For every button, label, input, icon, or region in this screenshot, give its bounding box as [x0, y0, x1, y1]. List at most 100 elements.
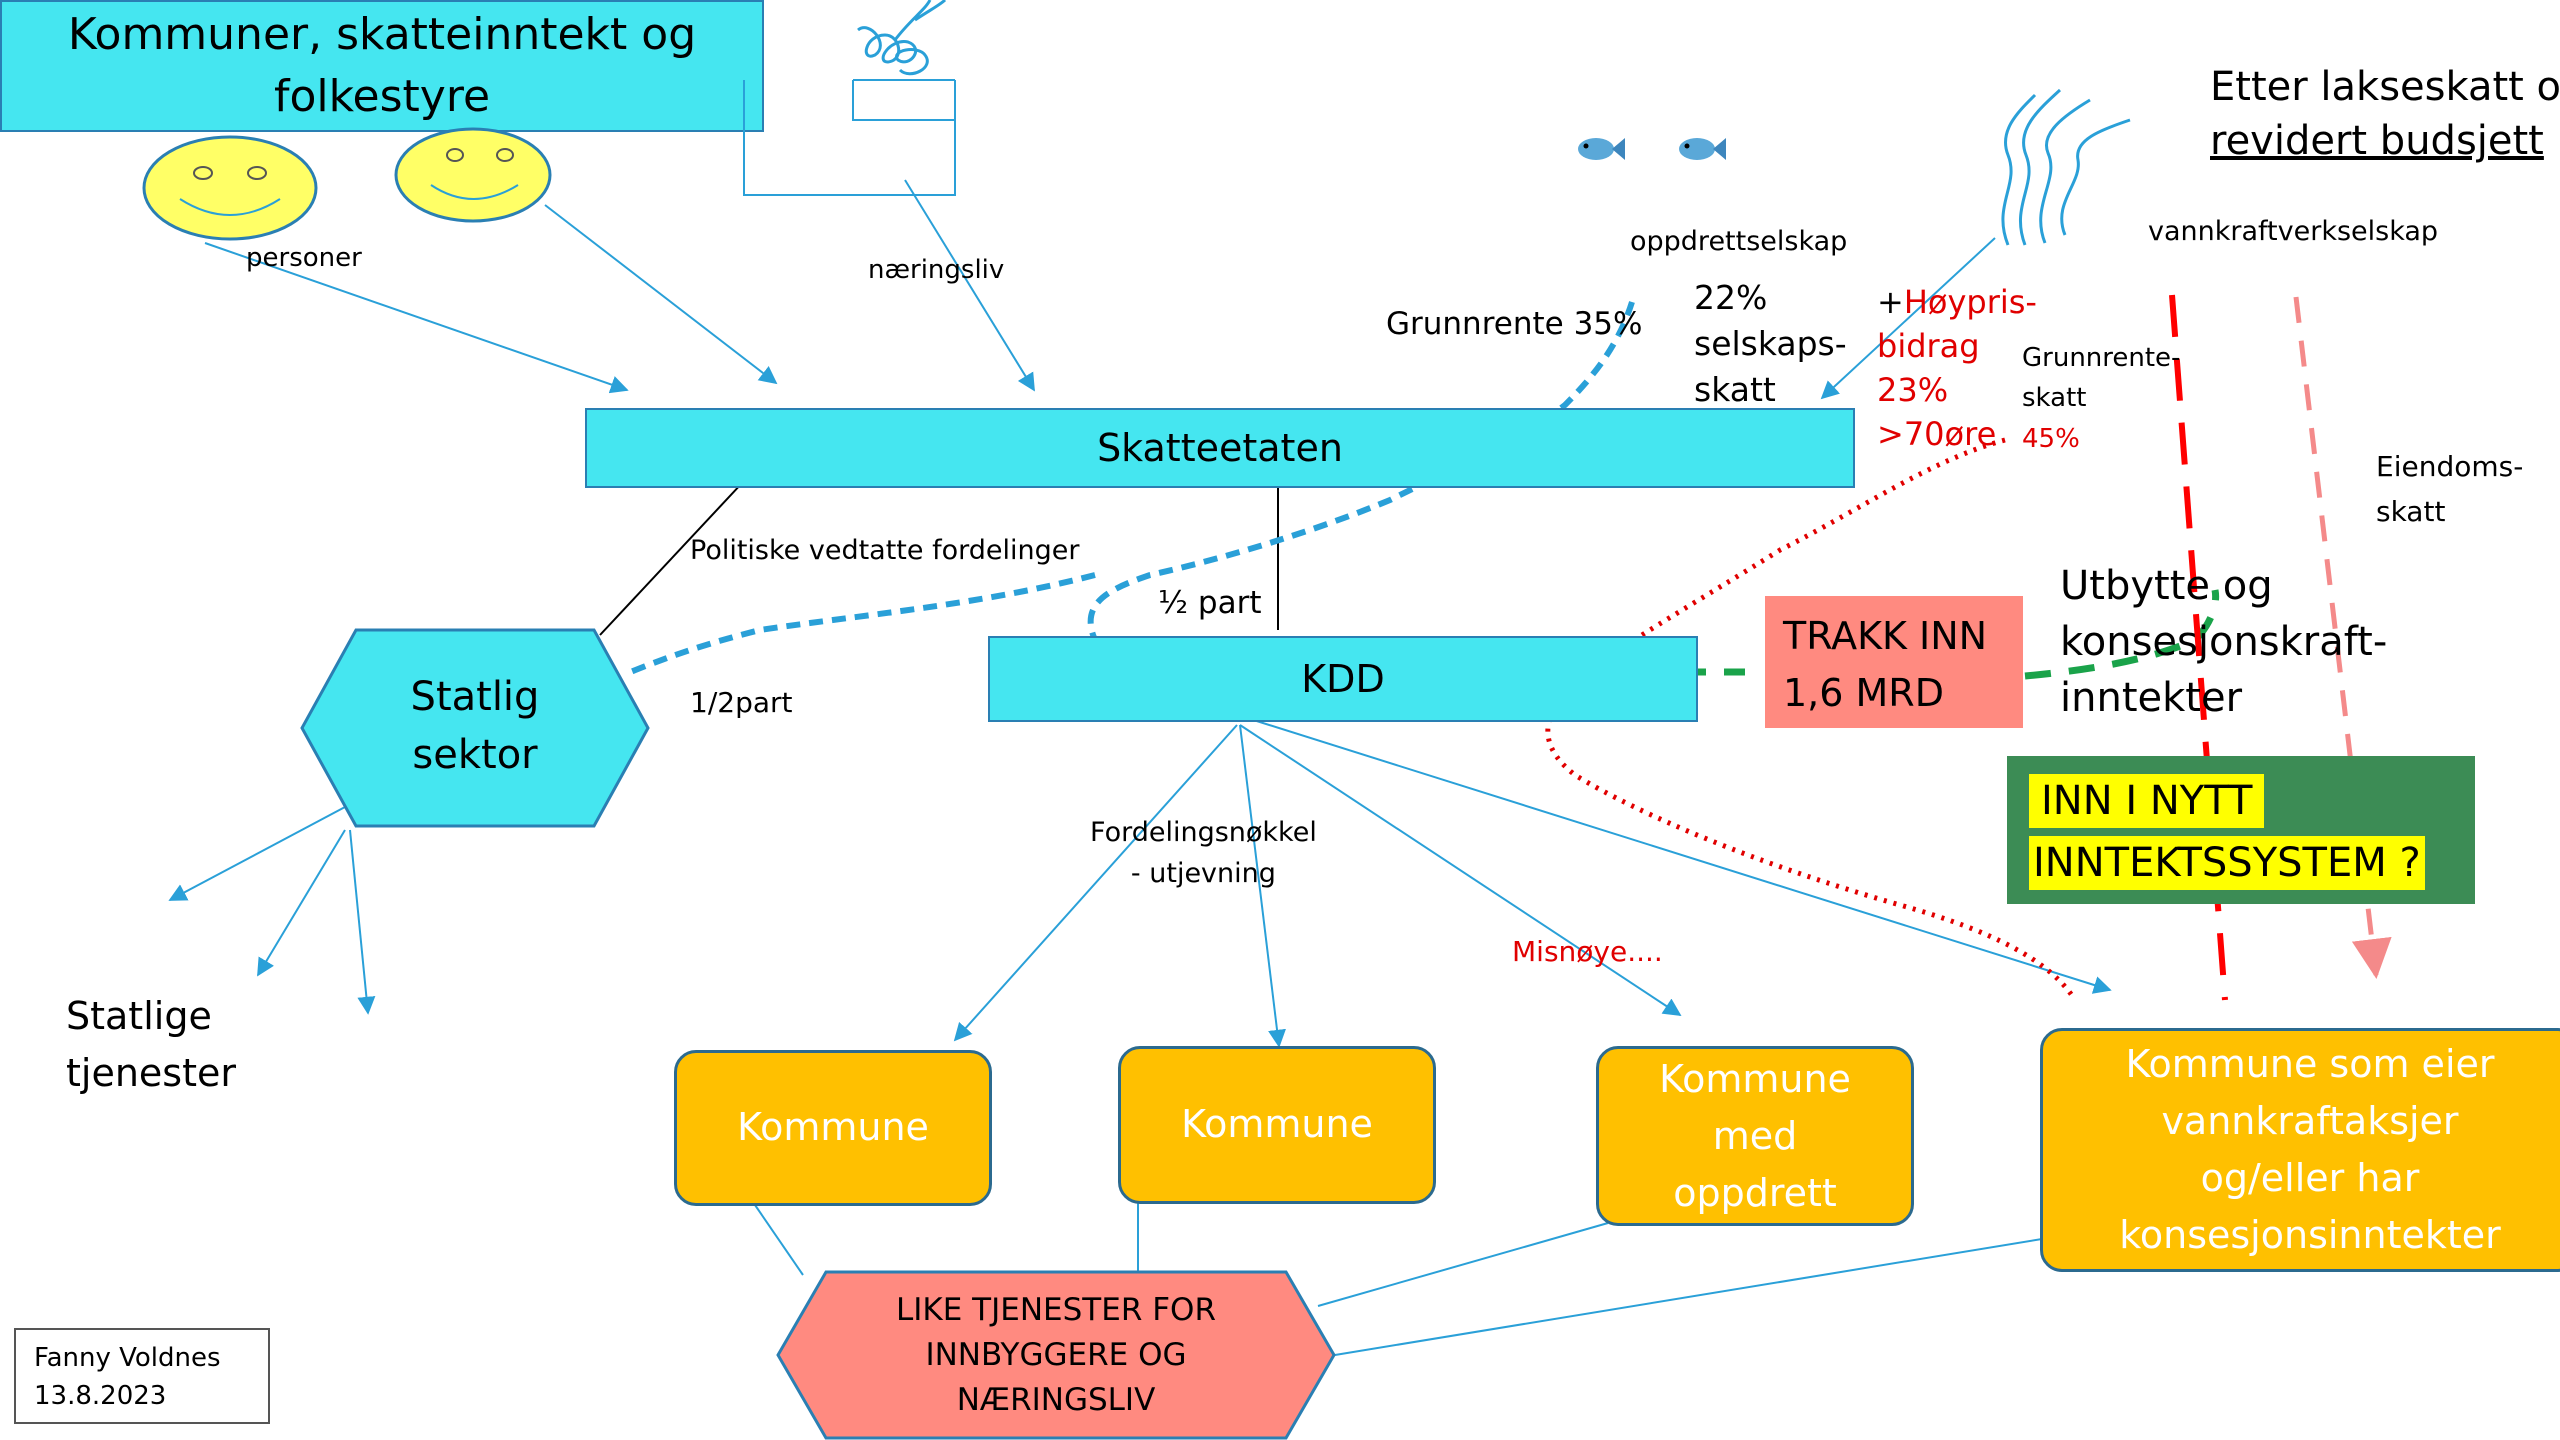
trakk-inn-line: 1,6 MRD	[1783, 671, 1944, 715]
line-skatteetaten-statlig	[599, 481, 744, 636]
author-box: Fanny Voldnes 13.8.2023	[14, 1328, 270, 1424]
selskapsskatt-line: skatt	[1694, 370, 1776, 410]
pink-dashed-arrow	[2293, 296, 2392, 979]
kommune-oppdrett-box: Kommune med oppdrett	[1596, 1046, 1914, 1226]
hoyprisbidrag-line: >70øre	[1877, 415, 1997, 454]
statlig-sektor-shape	[300, 628, 650, 828]
eiendomsskatt-line: skatt	[2376, 494, 2446, 528]
kommune-oppdrett-line: oppdrett	[1673, 1170, 1837, 1215]
arrow-kdd-kommune1	[953, 724, 1238, 1042]
author-date: 13.8.2023	[34, 1380, 167, 1411]
arrow-kdd-vannkraft	[1189, 699, 2112, 994]
arrow-statlig-3	[349, 829, 376, 1015]
label-naeringsliv: næringsliv	[868, 255, 1005, 285]
line-k1-like	[754, 1204, 804, 1276]
kommune-box-2: Kommune	[1118, 1046, 1436, 1204]
fish-icon	[1679, 138, 1726, 160]
arrow-kdd-oppdrett	[1239, 724, 1682, 1016]
label-grunnrenteskatt: Grunnrente- skatt 45%	[2022, 338, 2180, 459]
update-heading-line1: Etter lakseskatt og	[2210, 64, 2560, 110]
inn-i-nytt-line1: INN I NYTT	[2029, 774, 2265, 828]
title-line1: Kommuner, skatteinntekt og	[67, 9, 697, 61]
smiley-face-icon	[142, 135, 318, 241]
utbytte-line: konsesjonskraft-	[2060, 619, 2388, 665]
label-oppdrettselskap: oppdrettselskap	[1630, 226, 1848, 257]
trakk-inn-box: TRAKK INN 1,6 MRD	[1765, 596, 2023, 728]
statlig-sektor-line: sektor	[412, 732, 538, 778]
statlig-sektor-line: Statlig	[410, 674, 540, 720]
label-eiendomsskatt: Eiendoms- skatt	[2376, 445, 2523, 535]
title-line2: folkestyre	[273, 71, 491, 122]
kommune-box-1: Kommune	[674, 1050, 992, 1206]
hoyprisbidrag-first: Høypris-	[1903, 283, 2037, 321]
label-utbytte: Utbytte og konsesjonskraft- inntekter	[2060, 558, 2387, 726]
grunnrenteskatt-line: Grunnrente-	[2022, 343, 2181, 373]
hoyprisbidrag-line: bidrag	[1877, 327, 1980, 366]
update-heading: Etter lakseskatt og revidert budsjett	[2210, 60, 2560, 168]
label-personer: personer	[246, 243, 362, 273]
utbytte-line: Utbytte og	[2060, 563, 2273, 609]
label-misnoye: Misnøye....	[1512, 935, 1663, 968]
grunnrente-dashed-path	[626, 301, 1635, 676]
hoyprisbidrag-line: +Høypris-	[1877, 280, 2037, 324]
factory-smoke-icon	[743, 0, 956, 196]
grunnrenteskatt-line: skatt	[2022, 383, 2087, 414]
label-halv-part: ½ part	[1158, 585, 1262, 621]
hoyprisbidrag-dotted-path	[1545, 437, 2078, 1002]
update-heading-line2: revidert budsjett	[2210, 118, 2544, 164]
eiendomsskatt-line: Eiendoms-	[2376, 450, 2524, 483]
statlig-sektor-label: Statlig sektor	[300, 668, 650, 784]
label-hoyprisbidrag: +Høypris- bidrag 23% >70øre	[1877, 280, 2037, 457]
arrow-naeringsliv	[904, 179, 1035, 392]
kommune-label: Kommune	[1181, 1102, 1373, 1147]
kommune-vannkraft-line: konsesjonsinntekter	[2119, 1213, 2501, 1257]
selskapsskatt-line: selskaps-	[1694, 324, 1847, 364]
kommune-vannkraft-line: Kommune som eier	[2125, 1042, 2495, 1086]
fordelingsnokkel-line: Fordelingsnøkkel	[1090, 817, 1317, 848]
label-en-halv-part: 1/2part	[690, 686, 793, 719]
trakk-inn-line: TRAKK INN	[1783, 614, 1988, 658]
statlige-tjenester-line: tjenester	[66, 1051, 236, 1095]
kdd-box: KDD	[988, 636, 1698, 722]
like-tjenester-label: LIKE TJENESTER FOR INNBYGGERE OG NÆRINGS…	[776, 1288, 1336, 1423]
skatteetaten-label: Skatteetaten	[1097, 426, 1343, 470]
selskapsskatt-line: 22%	[1694, 278, 1768, 317]
statlige-tjenester-line: Statlige	[66, 994, 212, 1038]
utbytte-line: inntekter	[2060, 675, 2243, 721]
smiley-face-icon	[394, 127, 552, 223]
grunnrenteskatt-pct: 45%	[2022, 423, 2080, 454]
label-statlige-tjenester: Statlige tjenester	[66, 988, 236, 1102]
inn-i-nytt-box: INN I NYTT INNTEKTSSYSTEM ?	[2007, 756, 2475, 904]
arrow-waves	[1820, 237, 1996, 400]
kommune-oppdrett-line: med	[1712, 1113, 1798, 1158]
kommune-label: Kommune	[737, 1105, 929, 1150]
arrow-statlig-2	[257, 829, 346, 977]
arrow-statlig-1	[168, 806, 346, 901]
like-tjenester-line: LIKE TJENESTER FOR	[896, 1292, 1216, 1328]
kommune-vannkraft-line: vannkraftaksjer	[2161, 1099, 2459, 1143]
kommune-oppdrett-line: Kommune	[1659, 1056, 1851, 1101]
water-waves-icon	[2001, 88, 2131, 246]
title-box: Kommuner, skatteinntekt og folkestyre	[0, 0, 764, 132]
kdd-label: KDD	[1301, 657, 1385, 701]
label-vannkraftverkselskap: vannkraftverkselskap	[2148, 216, 2439, 247]
label-politiske: Politiske vedtatte fordelinger	[690, 535, 1080, 566]
arrow-smiley2	[544, 204, 778, 385]
fish-icon	[1578, 138, 1625, 160]
hoyprisbidrag-line: 23%	[1877, 371, 1949, 410]
author-name: Fanny Voldnes	[34, 1343, 221, 1373]
like-tjenester-line: NÆRINGSLIV	[956, 1381, 1156, 1418]
line-oppdrett-like	[1317, 1222, 1609, 1307]
label-grunnrente-35: Grunnrente 35%	[1386, 306, 1643, 342]
inn-i-nytt-line2: INNTEKTSSYSTEM ?	[2029, 836, 2425, 890]
hoyprisbidrag-plus: +	[1877, 283, 1904, 321]
label-fordelingsnokkel: Fordelingsnøkkel - utjevning	[1090, 813, 1317, 894]
kommune-vannkraft-box: Kommune som eier vannkraftaksjer og/elle…	[2040, 1028, 2560, 1272]
skatteetaten-box: Skatteetaten	[585, 408, 1855, 488]
arrow-personer	[204, 242, 629, 394]
label-selskapsskatt: 22% selskaps- skatt	[1694, 275, 1847, 414]
fordelingsnokkel-line: - utjevning	[1130, 857, 1276, 889]
kommune-vannkraft-line: og/eller har	[2200, 1156, 2420, 1200]
arrow-kdd-kommune2	[1239, 724, 1286, 1048]
like-tjenester-shape	[776, 1270, 1336, 1440]
